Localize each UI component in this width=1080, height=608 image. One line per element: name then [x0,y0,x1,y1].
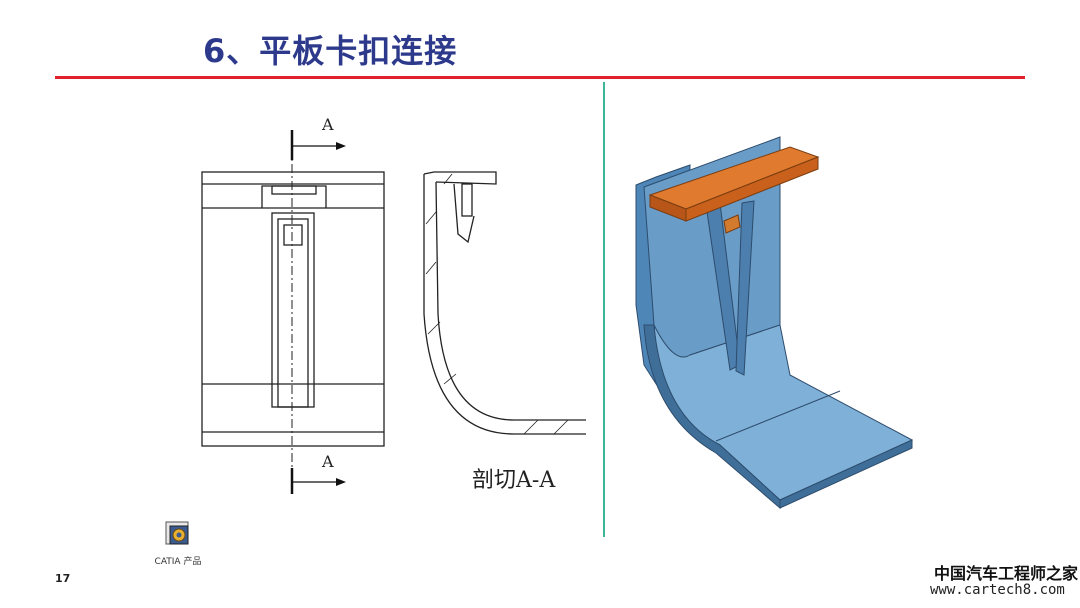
catia-attachment-label: CATIA 产品 [154,557,202,567]
slide-title: 6、平板卡扣连接 [203,32,458,70]
section-arrow-label-bottom: A [322,452,334,471]
catia-attachment[interactable]: CATIA 产品 [148,520,208,567]
section-arrow-label-top: A [322,115,334,134]
front-view-drawing [201,130,385,494]
section-caption: 剖切A-A [472,468,556,493]
watermark-site-name: 中国汽车工程师之家 [934,564,1079,583]
watermark-url: www.cartech8.com [930,582,1065,598]
section-view-drawing [423,171,586,435]
vertical-divider [603,82,605,537]
page-number: 17 [55,572,71,585]
catia-product-icon[interactable] [164,520,192,548]
clip-3d-model [635,136,914,510]
title-underline [55,76,1025,79]
